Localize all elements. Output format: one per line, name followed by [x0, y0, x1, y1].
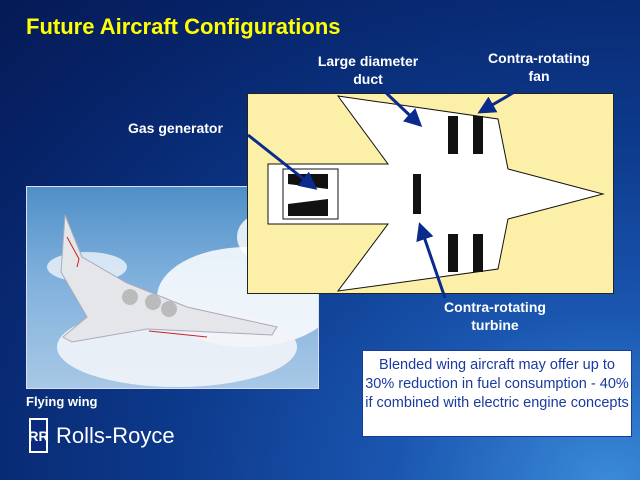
- rolls-royce-logo: RR Rolls-Royce: [28, 418, 175, 453]
- label-contra-rotating-fan: Contra-rotating fan: [488, 50, 590, 84]
- logo-text: Rolls-Royce: [56, 422, 175, 448]
- label-large-diameter-duct: Large diameter duct: [317, 53, 419, 87]
- label-gas-generator: Gas generator: [128, 120, 223, 136]
- slide-title: Future Aircraft Configurations: [26, 14, 341, 39]
- rr-badge-icon: RR: [28, 418, 49, 453]
- photo-caption: Flying wing: [26, 394, 98, 409]
- label-contra-rotating-turbine: Contra-rotating turbine: [444, 299, 546, 333]
- info-box: Blended wing aircraft may offer up to 30…: [362, 350, 632, 437]
- engine-cutaway-diagram: [247, 93, 614, 294]
